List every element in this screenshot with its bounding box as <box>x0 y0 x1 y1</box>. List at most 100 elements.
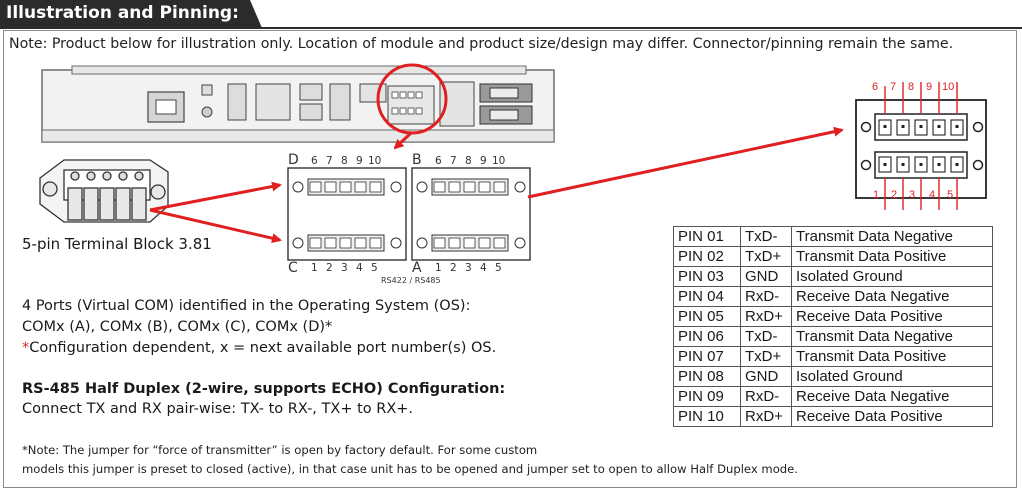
signal-cell: GND <box>740 366 792 387</box>
pin-number-bottom: 5 <box>947 189 953 201</box>
conn-top-num: 7 <box>326 155 333 167</box>
port-letter-b: B <box>412 152 422 168</box>
signal-cell: TxD- <box>740 326 792 347</box>
ports-line-2: COMx (A), COMx (B), COMx (C), COMx (D)* <box>22 319 333 335</box>
pin-number-bottom: 2 <box>891 189 897 201</box>
content-frame <box>3 30 1017 488</box>
product-panel-image <box>41 63 555 143</box>
conn-bottom-num: 3 <box>341 262 348 274</box>
pin-number-top: 9 <box>926 81 932 93</box>
conn-bottom-num: 4 <box>356 262 363 274</box>
pin-number-top: 10 <box>942 81 954 93</box>
description-cell: Isolated Ground <box>791 366 993 387</box>
pin-cell: PIN 07 <box>673 346 741 367</box>
conn-top-num: 6 <box>435 155 442 167</box>
conn-top-num: 9 <box>356 155 363 167</box>
pin-cell: PIN 03 <box>673 266 741 287</box>
conn-bottom-num: 3 <box>465 262 472 274</box>
pin-cell: PIN 02 <box>673 246 741 267</box>
header-tab <box>0 0 262 28</box>
pin-cell: PIN 04 <box>673 286 741 307</box>
arrow-block-to-port-d <box>149 181 282 212</box>
footnote-line-1: *Note: The jumper for “force of transmit… <box>22 443 538 457</box>
terminal-block-image <box>39 159 169 223</box>
connector-board: D C B A 6 7 8 9 10 6 7 8 9 10 1 2 3 4 5 … <box>287 152 531 285</box>
ports-line-3: *Configuration dependent, x = next avail… <box>22 338 496 359</box>
conn-top-num: 7 <box>450 155 457 167</box>
conn-bottom-num: 5 <box>495 262 502 274</box>
signal-cell: TxD+ <box>740 246 792 267</box>
conn-bottom-num: 2 <box>450 262 457 274</box>
rs485-title: RS-485 Half Duplex (2-wire, supports ECH… <box>22 381 506 397</box>
description-cell: Receive Data Positive <box>791 306 993 327</box>
port-letter-d: D <box>288 152 299 168</box>
signal-cell: GND <box>740 266 792 287</box>
arrow-block-to-port-c <box>149 208 282 244</box>
signal-cell: RxD- <box>740 386 792 407</box>
description-cell: Receive Data Positive <box>791 406 993 427</box>
pin-number-top: 8 <box>908 81 914 93</box>
pin-cell: PIN 09 <box>673 386 741 407</box>
connector-caption: RS422 / RS485 <box>381 276 441 285</box>
config-asterisk: * <box>22 340 30 356</box>
conn-top-num: 6 <box>311 155 318 167</box>
ports-line-1: 4 Ports (Virtual COM) identified in the … <box>22 298 471 314</box>
pin-diagram: 6 7 8 9 10 1 2 3 4 5 <box>855 81 987 210</box>
description-cell: Isolated Ground <box>791 266 993 287</box>
pin-number-bottom: 1 <box>873 189 879 201</box>
signal-cell: TxD+ <box>740 346 792 367</box>
arrow-panel-to-connector <box>393 130 414 150</box>
pin-cell: PIN 01 <box>673 226 741 247</box>
port-letter-c: C <box>288 260 298 276</box>
conn-top-num: 9 <box>480 155 487 167</box>
pin-cell: PIN 06 <box>673 326 741 347</box>
conn-top-num: 8 <box>465 155 472 167</box>
conn-bottom-num: 1 <box>435 262 442 274</box>
ports-info: 4 Ports (Virtual COM) identified in the … <box>22 296 496 359</box>
pin-number-bottom: 3 <box>909 189 915 201</box>
illustration-note: Note: Product below for illustration onl… <box>9 36 954 52</box>
red-arrows <box>149 126 844 244</box>
description-cell: Receive Data Negative <box>791 386 993 407</box>
conn-top-num: 10 <box>492 155 505 167</box>
conn-bottom-num: 5 <box>371 262 378 274</box>
arrow-connector-to-diagram <box>527 126 844 199</box>
pin-number-top: 6 <box>872 81 878 93</box>
page-title: Illustration and Pinning: <box>6 3 239 23</box>
rs485-description: Connect TX and RX pair-wise: TX- to RX-,… <box>22 401 414 417</box>
description-cell: Transmit Data Positive <box>791 346 993 367</box>
pin-cell: PIN 08 <box>673 366 741 387</box>
signal-cell: RxD+ <box>740 306 792 327</box>
footnote-line-2: models this jumper is preset to closed (… <box>22 462 798 476</box>
header-bar: Illustration and Pinning: <box>0 0 1022 29</box>
port-letter-a: A <box>412 260 422 276</box>
pin-number-top: 7 <box>890 81 896 93</box>
description-cell: Receive Data Negative <box>791 286 993 307</box>
conn-bottom-num: 1 <box>311 262 318 274</box>
pin-cell: PIN 10 <box>673 406 741 427</box>
pin-number-bottom: 4 <box>929 189 935 201</box>
terminal-block-label: 5-pin Terminal Block 3.81 <box>22 235 212 253</box>
description-cell: Transmit Data Negative <box>791 226 993 247</box>
conn-bottom-num: 2 <box>326 262 333 274</box>
pin-cell: PIN 05 <box>673 306 741 327</box>
description-cell: Transmit Data Positive <box>791 246 993 267</box>
description-cell: Transmit Data Negative <box>791 326 993 347</box>
conn-bottom-num: 4 <box>480 262 487 274</box>
jumper-footnote: *Note: The jumper for “force of transmit… <box>22 441 798 479</box>
conn-top-num: 10 <box>368 155 381 167</box>
conn-top-num: 8 <box>341 155 348 167</box>
header-rule <box>0 27 1022 29</box>
signal-cell: TxD- <box>740 226 792 247</box>
